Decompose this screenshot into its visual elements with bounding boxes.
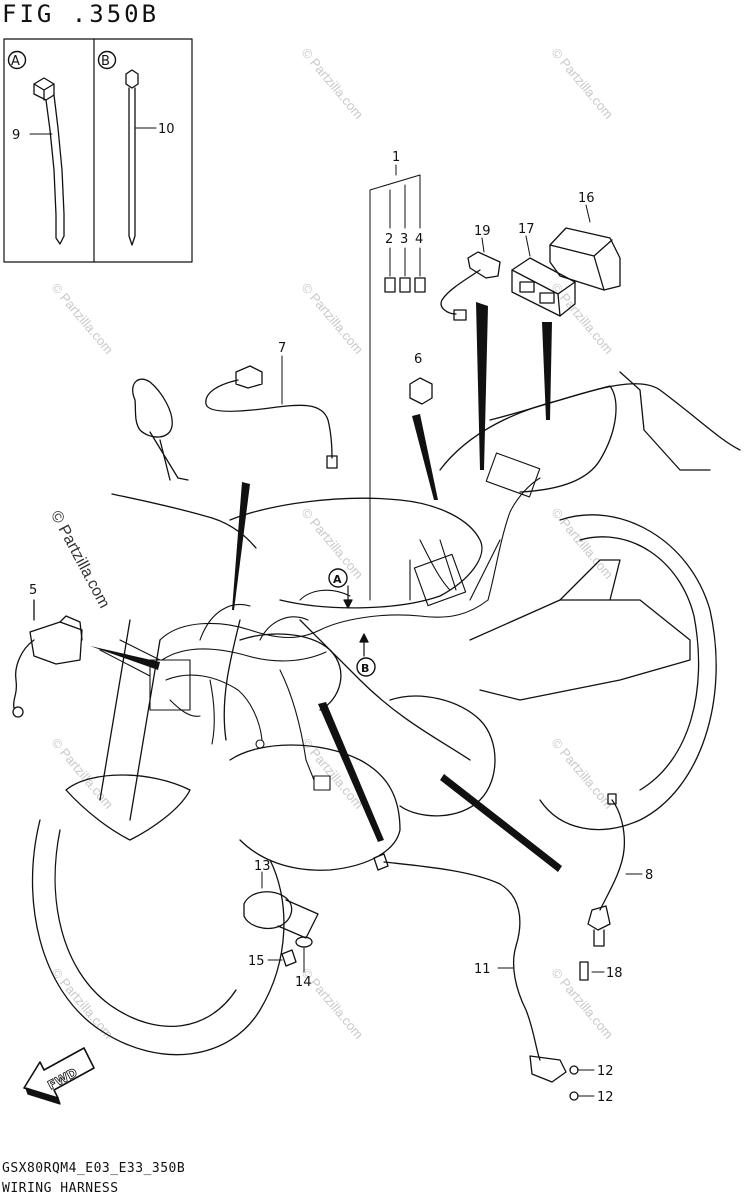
figure-title: FIG .350B — [2, 0, 160, 28]
fuse-group — [369, 164, 426, 601]
part-label-7: 7 — [278, 341, 286, 356]
sensor-lead-part-7 — [205, 355, 338, 469]
part-label-15: 15 — [248, 954, 265, 969]
part-label-4: 4 — [415, 232, 423, 247]
part-label-1: 1 — [392, 150, 400, 165]
part-label-3: 3 — [400, 232, 408, 247]
part-label-11: 11 — [474, 962, 491, 977]
connector-part-6 — [409, 377, 433, 405]
sensor-part-8 — [587, 793, 643, 947]
part-label-14: 14 — [295, 975, 312, 990]
part-label-8: 8 — [645, 868, 653, 883]
cover-part-16 — [549, 204, 621, 291]
footer-code: GSX80RQM4_E03_E33_350B — [2, 1161, 186, 1176]
part-label-17: 17 — [518, 222, 535, 237]
part-label-18: 18 — [606, 966, 623, 981]
inset-letter-b: B — [101, 54, 110, 69]
part-label-16: 16 — [578, 191, 595, 206]
bolt-part-18 — [579, 961, 605, 981]
clamp-part — [33, 77, 65, 245]
part-label-6: 6 — [414, 352, 422, 367]
footer-name: WIRING HARNESS — [2, 1181, 119, 1196]
part-label-12b: 12 — [597, 1090, 614, 1105]
part-label-13: 13 — [254, 859, 271, 874]
part-label-10: 10 — [158, 122, 175, 137]
main-harness — [99, 452, 541, 791]
tie-part — [125, 69, 139, 246]
harness-part-5 — [12, 599, 83, 718]
callout-a: A — [333, 573, 342, 586]
part-label-9: 9 — [12, 128, 20, 143]
part-label-12: 12 — [597, 1064, 614, 1079]
horn-part-13 — [243, 871, 319, 939]
unit-part-17 — [511, 235, 576, 317]
labels: A B 9 10 1 2 3 4 5 6 7 8 11 12 12 13 14 … — [11, 54, 653, 1105]
fwd-label: FWD — [45, 1065, 79, 1092]
washer-bolt-14-15 — [267, 936, 313, 973]
inset-box — [3, 38, 193, 263]
pointer-wedges — [90, 302, 562, 872]
sensor-cable-part-11 — [373, 853, 595, 1101]
motorcycle-outline — [31, 371, 741, 1056]
connector-part-19 — [440, 237, 501, 321]
part-label-2: 2 — [385, 232, 393, 247]
part-label-5: 5 — [29, 583, 37, 598]
callout-b: B — [361, 662, 369, 675]
inset-letter-a: A — [11, 54, 20, 69]
part-label-19: 19 — [474, 224, 491, 239]
fwd-arrow — [23, 1047, 95, 1105]
callout-arrows — [328, 568, 376, 677]
